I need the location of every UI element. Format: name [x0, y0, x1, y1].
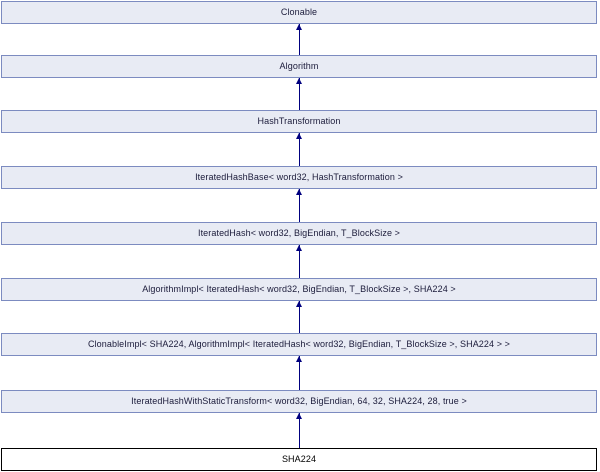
class-node-label: IteratedHashBase< word32, HashTransforma…	[195, 172, 403, 182]
class-node-label: Algorithm	[279, 61, 319, 71]
inheritance-edge-sha224-to-iteratedhashwithstatictransform	[299, 413, 300, 448]
class-node-iteratedhashbase[interactable]: IteratedHashBase< word32, HashTransforma…	[1, 166, 597, 189]
class-node-clonableimpl[interactable]: ClonableImpl< SHA224, AlgorithmImpl< Ite…	[1, 333, 597, 356]
class-node-sha224[interactable]: SHA224	[1, 448, 597, 471]
inheritance-edge-algorithmimpl-to-iteratedhash	[299, 245, 300, 278]
class-node-label: IteratedHashWithStaticTransform< word32,…	[131, 396, 467, 406]
class-node-label: HashTransformation	[257, 116, 341, 126]
class-node-iteratedhash[interactable]: IteratedHash< word32, BigEndian, T_Block…	[1, 222, 597, 245]
class-node-label: Clonable	[280, 7, 318, 17]
class-node-hashtransformation[interactable]: HashTransformation	[1, 110, 597, 133]
inheritance-edge-hashtransformation-to-algorithm	[299, 78, 300, 110]
inheritance-arrow-icon	[296, 189, 302, 195]
class-node-iteratedhashwithstatictransform[interactable]: IteratedHashWithStaticTransform< word32,…	[1, 390, 597, 413]
class-node-label: SHA224	[281, 454, 317, 464]
class-node-label: ClonableImpl< SHA224, AlgorithmImpl< Ite…	[87, 339, 511, 349]
inheritance-edge-iteratedhashbase-to-hashtransformation	[299, 133, 300, 166]
class-node-algorithm[interactable]: Algorithm	[1, 55, 597, 78]
inheritance-edge-iteratedhash-to-iteratedhashbase	[299, 189, 300, 222]
class-node-label: IteratedHash< word32, BigEndian, T_Block…	[197, 228, 401, 238]
inheritance-arrow-icon	[296, 78, 302, 84]
class-node-algorithmimpl[interactable]: AlgorithmImpl< IteratedHash< word32, Big…	[1, 278, 597, 301]
class-node-clonable[interactable]: Clonable	[1, 1, 597, 24]
inheritance-arrow-icon	[296, 133, 302, 139]
inheritance-arrow-icon	[296, 301, 302, 307]
inheritance-edge-algorithm-to-clonable	[299, 24, 300, 55]
inheritance-arrow-icon	[296, 413, 302, 419]
inheritance-edge-iteratedhashwithstatictransform-to-clonableimpl	[299, 356, 300, 390]
inheritance-arrow-icon	[296, 245, 302, 251]
class-node-label: AlgorithmImpl< IteratedHash< word32, Big…	[142, 284, 456, 294]
inheritance-arrow-icon	[296, 24, 302, 30]
inheritance-edge-clonableimpl-to-algorithmimpl	[299, 301, 300, 333]
inheritance-arrow-icon	[296, 356, 302, 362]
